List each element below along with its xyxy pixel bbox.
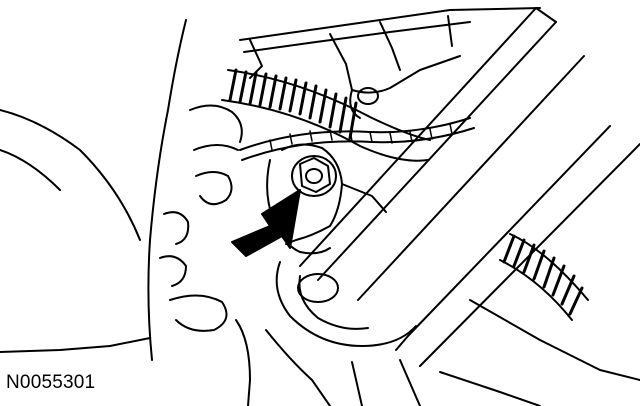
upper-wire-loom bbox=[221, 68, 431, 162]
diagonal-arm bbox=[299, 7, 640, 367]
arrow-icon bbox=[231, 189, 301, 257]
left-panel bbox=[0, 19, 243, 361]
lower-outline bbox=[439, 299, 640, 406]
flange-nut-icon bbox=[291, 155, 337, 197]
wiring-harness bbox=[239, 117, 475, 161]
lower-boss bbox=[235, 261, 421, 406]
figure-id-label: N0055301 bbox=[6, 372, 96, 393]
upper-housing bbox=[239, 7, 541, 119]
lower-wire-loom bbox=[499, 233, 589, 321]
